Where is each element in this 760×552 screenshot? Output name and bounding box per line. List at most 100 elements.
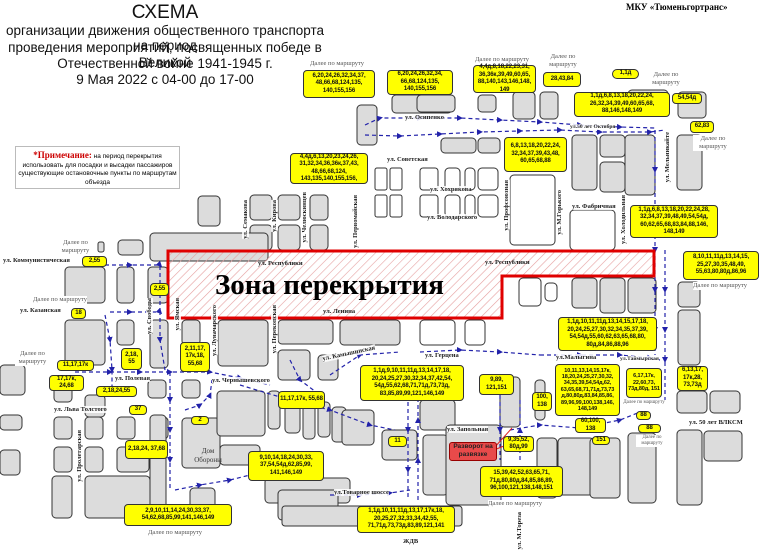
further-label: Далее по маршруту [58,239,93,255]
route-label: 18 [71,308,86,319]
street-label: ул. Коммунистическая [3,257,70,264]
further-label: Далее по маршруту [310,60,364,68]
further-label: Далее по маршруту [15,350,50,366]
closure-zone [166,249,656,320]
street-label: ул. Осипенко [405,114,444,121]
route-label: 11,17,17к [57,360,94,371]
route-label: 151 [592,436,610,445]
route-label: 17,17к, 24,68 [49,375,84,391]
subtitle-line: Отечественной войне 1941-1945 г. [57,56,273,71]
buildings [0,89,743,527]
further-label: Далее по маршруту [488,500,542,508]
street-label: ул. Запольная [447,426,489,433]
route-label: 6,8,13,18,20,22,24, 32,34,37,39,43,48, 6… [504,137,567,172]
street-label: ул. Герцена [425,352,459,359]
route-label: 6,13,17, 17к,28, 73,73д [677,366,708,391]
street-label: ул. Луначарского [211,305,218,357]
subtitle-line: проведения мероприятий, посвященных побе… [8,40,322,70]
route-label: 60,100, 138 [575,418,606,433]
note-text: на период перекрытия использовать для по… [18,153,177,186]
subtitle-line: организации движения общественного транс… [5,23,325,53]
route-label: 1,1д,6,8,13,18,20,22,24, 26,32,34,39,49,… [574,92,670,117]
note-box: *Примечание: на период перекрытия исполь… [15,146,180,189]
route-label: 6,20,24,26,32,34,37, 48,66,68,124,135, 1… [303,70,375,98]
landmark-zhdv: ЖДВ [403,538,419,545]
route-label: 9,89, 121,151 [479,374,514,395]
street-label: ул. Профсоюзная [503,180,510,231]
street-label: ул. Полевая [115,375,151,382]
route-label: 2,18,24,55 [96,386,137,397]
note-label: *Примечание: [33,150,92,160]
map-title: СХЕМА [131,2,199,23]
route-label: 10,11,13,14,15,17к, 18,20,24,25,27,30,32… [555,364,620,416]
street-label: ул.Товарное шоссе [334,489,389,496]
route-label: 37 [129,405,147,415]
route-label: 9,35,52, 80д,99 [503,436,534,452]
further-label: Далее по маршруту [693,282,747,290]
route-label: 62,83 [690,121,714,133]
street-label: ул. Свободы [146,298,153,334]
route-label: 1,1д,6,8,13,18,20,22,24,28, 32,34,37,39,… [630,205,718,238]
street-label: ул. Ленина [323,308,356,315]
street-label: ул. Челюскинцев [301,192,308,243]
street-label: ул.Таймырская [620,356,659,362]
closure-zone-label: Зона перекрытия [215,269,444,301]
route-label: 8,10,11,11д,13,14,15, 25,27,30,35,48,49,… [683,251,759,280]
subtitle-line: 9 Мая 2022 с 04-00 до 17-00 [76,72,254,87]
further-label: Далее по маршруту [646,71,686,87]
street-label: ул. Фабричная [572,203,616,210]
further-label: Далее по маршруту [620,400,668,406]
route-label: 2,11,17, 17к,18, 55,68 [180,342,210,372]
route-label: 1,1д,10,11,11д,13,14,15,17,18, 20,24,25,… [558,317,657,351]
further-label: Далее по маршруту [693,135,733,151]
street-label: ул. Республики [258,260,303,267]
route-label: 9,10,14,18,24,30,33, 37,54,54д,62,85,99,… [248,451,324,481]
street-label: ул.Малыгина [556,354,597,361]
route-label: 4,4д,8,18,22,23,31, 36,36к,39,49,60,65, … [473,64,536,93]
street-label: ул. Казанская [20,307,61,314]
route-label: 6,20,24,26,32,34, 66,68,124,135, 140,155… [387,70,453,95]
street-label: ул. М.Горького [556,190,563,235]
further-label: Далее по маршруту [475,56,529,64]
street-label: ул. Холодильная [620,195,627,244]
street-label: ул. Володарского [427,214,478,221]
route-label: 11,17,17к, 55,68 [278,391,325,409]
street-label: ул. Семакова [242,200,249,239]
street-label: ул. Льва Толстого [54,406,107,413]
route-label: 88 [636,411,651,420]
route-label: 2,55 [150,283,169,296]
further-label: Далее по маршруту [33,296,87,304]
route-label: 1,1д [612,69,639,79]
street-label: ул. Советская [387,156,428,163]
street-label: ул. 50 лет ВЛКСМ [689,419,743,426]
street-label: ул. Первомайская [352,195,359,248]
route-label: 2,18,24, 37,68 [125,440,168,459]
route-label: 2 [191,416,209,425]
street-label: ул. Республики [485,259,530,266]
route-label: 2,55 [82,256,107,267]
route-label: 88 [638,424,661,433]
further-label: Далее по маршруту [543,53,583,69]
street-label: ул.50 лет Октября [570,124,616,130]
street-label: ул. Чернышевского [212,377,270,384]
organization: МКУ «Тюменьгортранс» [626,2,728,12]
route-label: 100, 138 [532,392,552,411]
route-label: 28,43,84 [543,72,581,87]
street-label: ул. Мельникайте [664,132,671,183]
route-label: 2,18, 55 [121,348,142,370]
street-label: ул. Ямская [174,298,181,331]
route-label: 54,54д [672,93,702,104]
further-label: Далее по маршруту [148,529,202,537]
turnaround-label: Разворот на развязке [449,442,497,461]
route-label: 1,1д,9,10,11,11д,13,14,17,18, 20,24,25,2… [360,365,464,401]
street-label: ул. Кирова [271,200,278,232]
street-label: ул. М.Тореза [516,512,523,550]
street-label: ул. Пролетарская [76,430,83,482]
route-label: 15,39,42,52,63,65,71, 71д,80,80д,84,85,8… [480,466,563,497]
route-label: 6,17,17к, 22,60,73, 73д,80д, 151 [626,368,662,398]
landmark-dom-oborony: Дом Обороны [194,447,222,464]
route-label: 1,1д,10,11,11д,13,17,17к,18, 20,25,27,32… [357,506,455,533]
street-label: ул. Перекопская [271,305,278,354]
